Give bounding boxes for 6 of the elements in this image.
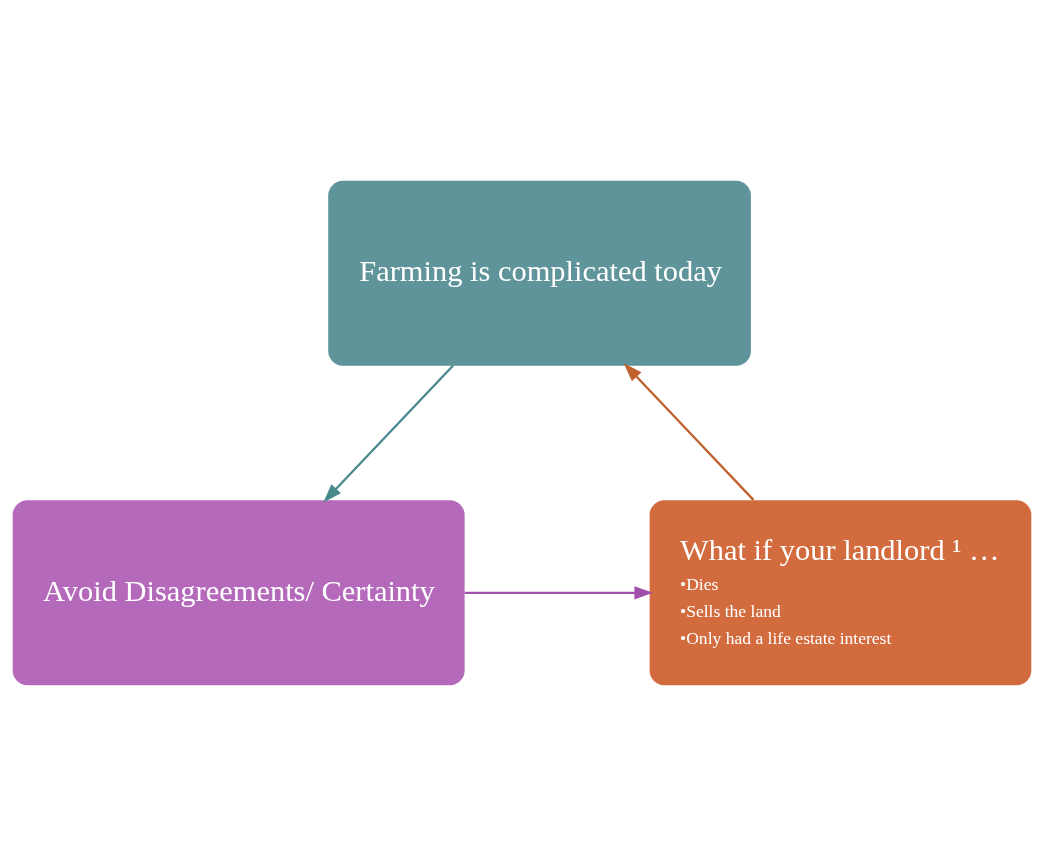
node-box: What if your landlord ¹ … •Dies •Sells the land •Only had a life estate interest — [649, 500, 1032, 686]
arrow — [464, 586, 654, 600]
arrow — [323, 364, 454, 503]
arrow — [623, 363, 755, 501]
node-box: Avoid Disagreements/ Certainty — [12, 500, 465, 686]
node-box: Farming is complicated today — [328, 180, 751, 366]
